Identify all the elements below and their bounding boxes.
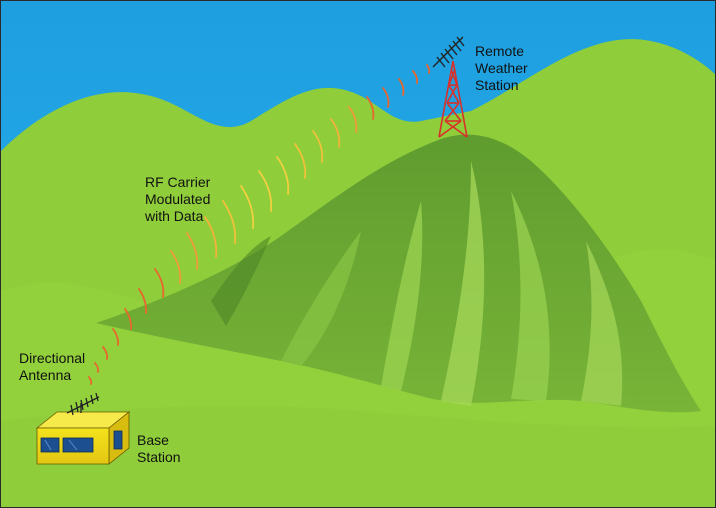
- label-line: Station: [137, 449, 181, 465]
- tower-antenna: [432, 36, 465, 68]
- label-line: Base: [137, 432, 169, 448]
- radio-waves: [88, 64, 431, 385]
- remote-weather-station-label: Remote Weather Station: [475, 43, 528, 94]
- label-line: Remote: [475, 43, 525, 59]
- mountain-ridge: [581, 241, 623, 406]
- mountain-ridge: [381, 201, 423, 391]
- foreground: [1, 405, 715, 507]
- mountain-ridge: [511, 191, 550, 401]
- label-line: with Data: [145, 208, 204, 224]
- tower: [438, 60, 468, 138]
- directional-antenna-label: Directional Antenna: [19, 350, 85, 384]
- rf-carrier-label: RF Carrier Modulated with Data: [145, 174, 210, 225]
- label-line: Directional: [19, 350, 86, 366]
- label-line: Antenna: [19, 367, 72, 383]
- mountain-ridge: [281, 231, 361, 366]
- label-line: Station: [475, 77, 519, 93]
- mountain-shadow: [211, 236, 271, 326]
- label-line: RF Carrier: [145, 174, 211, 190]
- mountain: [96, 134, 701, 413]
- base-station-building: [35, 411, 131, 465]
- mountain-ridge: [441, 161, 485, 406]
- base-station-label: Base Station: [137, 432, 181, 466]
- label-line: Modulated: [145, 191, 211, 207]
- base-antenna: [66, 392, 100, 416]
- label-line: Weather: [475, 60, 528, 76]
